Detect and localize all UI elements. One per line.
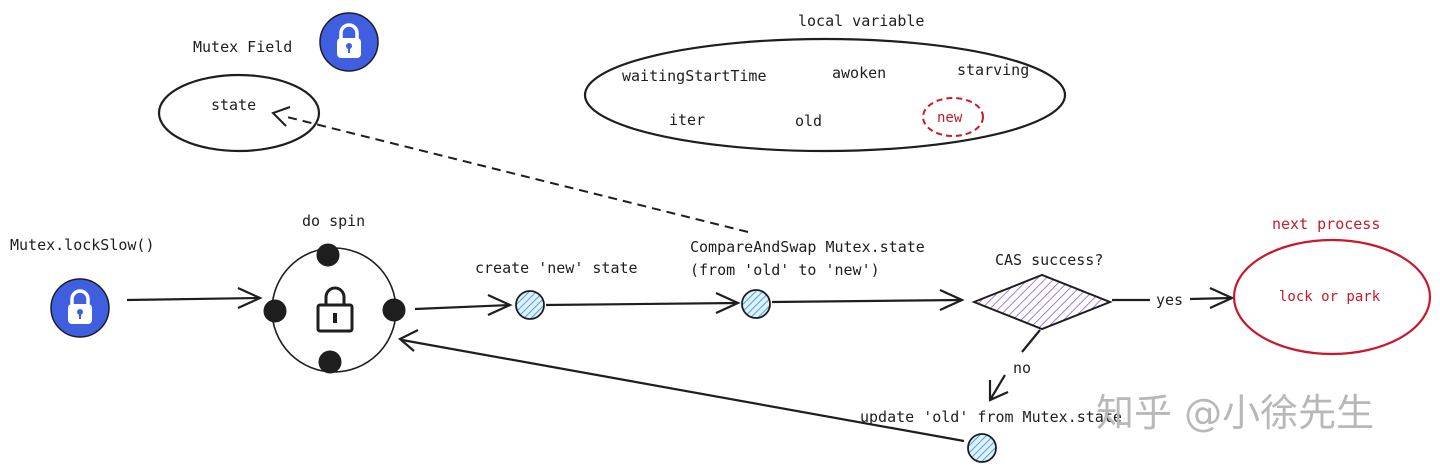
padlock-icon — [316, 286, 354, 333]
lock-icon — [319, 12, 379, 72]
arrow-start-to-spin — [126, 286, 263, 310]
watermark-text: 知乎 @小徐先生 — [1096, 391, 1374, 435]
local-variable-group: local variable waitingStartTime awoken s… — [583, 12, 1067, 153]
cas-label-line2: (from 'old' to 'new') — [690, 261, 880, 279]
mutex-field-title: Mutex Field — [193, 38, 292, 56]
yes-label: yes — [1156, 291, 1183, 309]
lock-icon — [50, 278, 110, 338]
var-awoken: awoken — [832, 64, 886, 82]
var-new-highlight — [922, 97, 984, 137]
arrow-spin-to-create — [414, 293, 513, 317]
var-waitingstarttime: waitingStartTime — [622, 67, 767, 85]
spin-group: do spin — [263, 212, 406, 374]
local-variable-ellipse — [583, 37, 1067, 153]
update-old-label: update 'old' from Mutex.state — [860, 408, 1122, 426]
next-process-body: lock or park — [1279, 289, 1381, 305]
create-state-node — [515, 290, 545, 320]
decision-label: CAS success? — [995, 251, 1103, 269]
spin-dot-left — [263, 299, 287, 323]
create-state-label: create 'new' state — [475, 259, 638, 277]
next-process-ellipse — [1232, 238, 1432, 356]
cas-node — [741, 289, 771, 319]
cas-label-line1: CompareAndSwap Mutex.state — [690, 238, 925, 256]
mutex-field-ellipse — [157, 73, 321, 153]
var-starving: starving — [957, 61, 1029, 79]
spin-dot-right — [382, 298, 406, 322]
next-process-title: next process — [1272, 215, 1380, 233]
start-label: Mutex.lockSlow() — [10, 236, 155, 254]
arrow-no — [988, 329, 1041, 402]
arrow-yes — [1112, 286, 1235, 310]
arrow-create-to-cas — [545, 291, 741, 315]
mutex-state-label: state — [211, 96, 256, 114]
var-new: new — [937, 110, 963, 126]
spin-dot-bottom — [318, 350, 342, 374]
update-old-node — [967, 433, 997, 463]
arrow-update-to-spin — [398, 329, 965, 443]
mutex-field-group: Mutex Field state — [157, 12, 379, 153]
no-label: no — [1013, 359, 1031, 377]
cas-to-state-dashed-arrow — [271, 106, 749, 233]
local-variable-title: local variable — [798, 12, 924, 30]
spin-dot-top — [316, 243, 340, 267]
var-iter: iter — [669, 111, 705, 129]
spin-label: do spin — [302, 212, 365, 230]
start-group: Mutex.lockSlow() — [10, 236, 155, 338]
decision-diamond — [971, 273, 1113, 331]
var-old: old — [795, 112, 822, 130]
arrow-cas-to-decision — [771, 288, 965, 312]
